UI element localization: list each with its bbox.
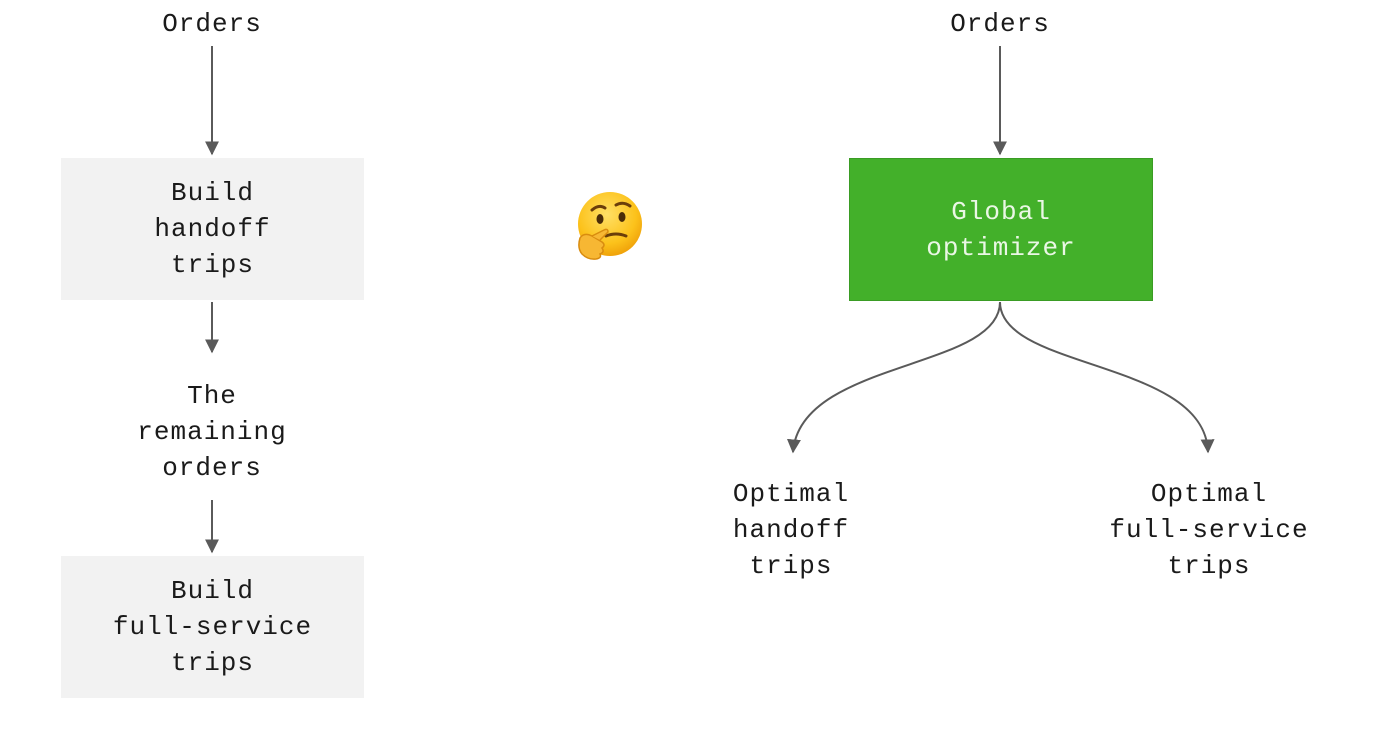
build-full-service-trips-text: Build full-service trips: [112, 576, 313, 678]
optimal-full-service-trips-label: Optimal full-service trips: [1109, 479, 1309, 581]
remaining-orders-label: The remaining orders: [137, 381, 287, 483]
thinking-face-icon: [578, 192, 642, 260]
arrow-optimizer-to-full-service: [999, 301, 1215, 454]
build-handoff-trips-text: Build handoff trips: [154, 178, 271, 280]
global-optimizer-text: Global optimizer: [926, 196, 1076, 263]
build-handoff-trips-box: Build handoff trips: [61, 158, 364, 300]
build-full-service-trips-box: Build full-service trips: [61, 556, 364, 698]
arrow-optimizer-to-handoff: [787, 301, 1001, 454]
optimal-handoff-trips-label: Optimal handoff trips: [732, 479, 850, 581]
left-orders-label: Orders: [162, 9, 262, 39]
global-optimizer-box: Global optimizer: [849, 158, 1153, 301]
right-orders-label: Orders: [950, 9, 1050, 39]
